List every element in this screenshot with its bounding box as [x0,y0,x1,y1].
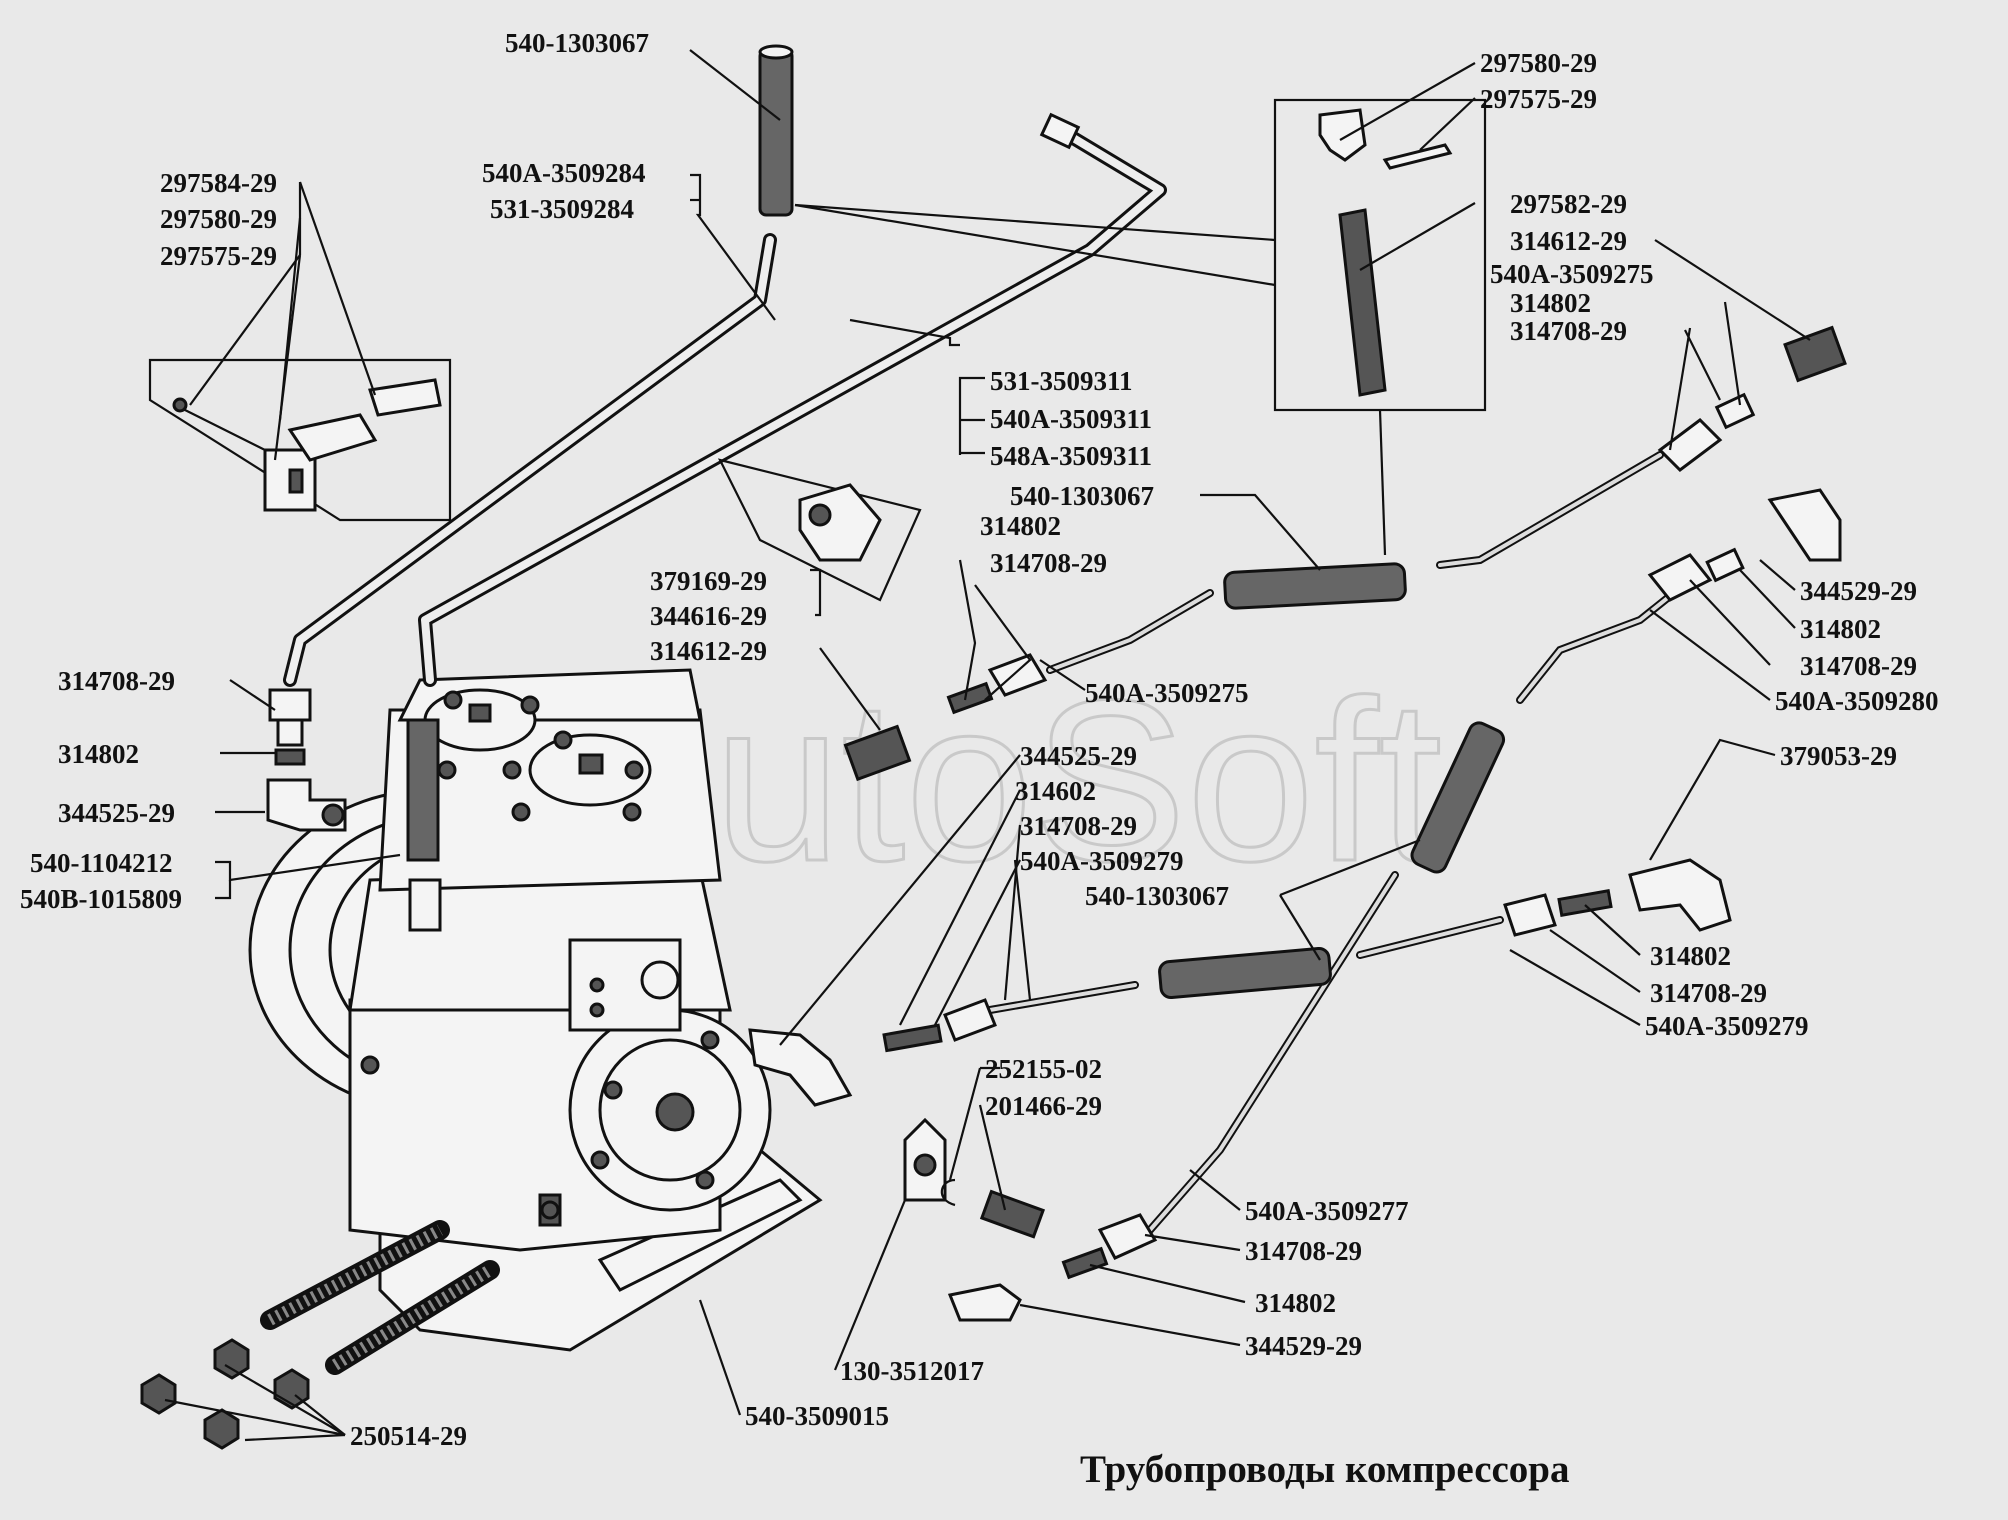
label-540-1303067-mid: 540-1303067 [1010,481,1154,511]
label-314612-29-right: 314612-29 [1510,226,1627,256]
label-314802-left: 314802 [58,739,139,769]
label-250514-29: 250514-29 [350,1421,467,1451]
label-314708-29-mid: 314708-29 [990,548,1107,578]
label-540-1303067-top: 540-1303067 [505,28,649,58]
label-314612-29-mid: 314612-29 [650,636,767,666]
right-tubes [748,325,1847,1322]
label-314708-29-right-low: 314708-29 [1650,978,1767,1008]
label-201466-29: 201466-29 [985,1091,1102,1121]
label-314802-right-mid: 314802 [1800,614,1881,644]
label-531-3509284: 531-3509284 [490,194,634,224]
label-130-3512017: 130-3512017 [840,1356,984,1386]
label-314708-29-right-mid: 314708-29 [1800,651,1917,681]
diagram-title: Трубопроводы компрессора [1080,1448,1570,1491]
clamp-detail-box [717,458,922,602]
label-297582-29: 297582-29 [1510,189,1627,219]
label-540A-3509311: 540А-3509311 [990,404,1152,434]
compressor-assembly [248,668,823,1352]
label-297580-29-left: 297580-29 [160,204,277,234]
upper-tubes [266,44,1167,832]
label-540A-3509275-mid: 540А-3509275 [1085,678,1249,708]
label-344525-29-mid: 344525-29 [1020,741,1137,771]
label-540A-3509284: 540А-3509284 [482,158,646,188]
label-531-3509311: 531-3509311 [990,366,1133,396]
label-548A-3509311: 548А-3509311 [990,441,1152,471]
label-540A-3509279-right: 540А-3509279 [1645,1011,1809,1041]
label-540-1303067-low: 540-1303067 [1085,881,1229,911]
label-297575-29-right: 297575-29 [1480,84,1597,114]
label-314708-29-bottom: 314708-29 [1245,1236,1362,1266]
label-540A-3509275-right: 540А-3509275 [1490,259,1654,289]
label-540-3509015: 540-3509015 [745,1401,889,1431]
label-252155-02: 252155-02 [985,1054,1102,1084]
label-540A-3509277: 540А-3509277 [1245,1196,1409,1226]
leader-lines [164,49,1811,1442]
label-344525-29-left: 344525-29 [58,798,175,828]
label-540A-3509279-mid: 540А-3509279 [1020,846,1184,876]
label-379053-29: 379053-29 [1780,741,1897,771]
label-314802-right-top: 314802 [1510,288,1591,318]
label-297575-29-left: 297575-29 [160,241,277,271]
label-540B-1015809: 540В-1015809 [20,884,182,914]
label-314802-mid: 314802 [980,511,1061,541]
label-314802-bottom: 314802 [1255,1288,1336,1318]
label-314802-right-low: 314802 [1650,941,1731,971]
label-344616-29: 344616-29 [650,601,767,631]
label-314708-29-left: 314708-29 [58,666,175,696]
label-540A-3509280: 540А-3509280 [1775,686,1939,716]
label-379169-29: 379169-29 [650,566,767,596]
label-297584-29: 297584-29 [160,168,277,198]
part-labels: 540-1303067 540А-3509284 531-3509284 297… [20,28,1939,1451]
label-344529-29-right: 344529-29 [1800,576,1917,606]
label-297580-29-right: 297580-29 [1480,48,1597,78]
clip-detail-box [148,358,452,522]
label-314708-29-right-top: 314708-29 [1510,316,1627,346]
label-314708-29-lowmid: 314708-29 [1020,811,1137,841]
label-344529-29-bottom: 344529-29 [1245,1331,1362,1361]
upper-right-detail-box [1273,98,1487,556]
label-314602: 314602 [1015,776,1096,806]
label-540-1104212: 540-1104212 [30,848,173,878]
